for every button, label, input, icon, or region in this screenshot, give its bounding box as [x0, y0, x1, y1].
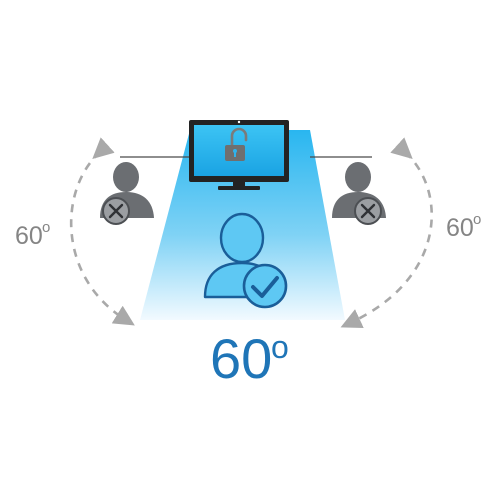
svg-text:60: 60: [210, 327, 272, 390]
svg-text:60: 60: [15, 222, 43, 250]
left-angle-arc-arrow: [69, 137, 135, 326]
right-angle-label: 60 o: [446, 211, 481, 242]
user-x-icon-right: [332, 162, 386, 225]
user-x-icon-left: [100, 162, 154, 225]
center-angle-label: 60 o: [210, 327, 289, 390]
svg-text:o: o: [271, 329, 289, 365]
unlocked-padlock-icon: [225, 127, 248, 161]
svg-text:60: 60: [446, 214, 474, 242]
user-check-icon: [203, 212, 288, 309]
svg-text:o: o: [473, 211, 481, 228]
svg-text:o: o: [42, 219, 50, 236]
right-angle-arc-arrow: [340, 137, 433, 329]
left-angle-label: 60 o: [15, 219, 50, 250]
